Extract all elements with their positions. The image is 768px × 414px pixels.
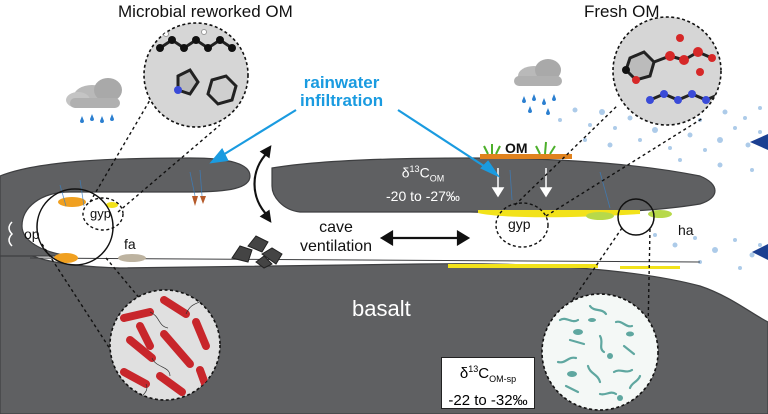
isotope-mass: 13 — [409, 164, 420, 174]
isotope-subscript: OM-sp — [489, 374, 517, 384]
isotope-mass: 13 — [468, 364, 479, 374]
om-label: OM — [505, 140, 528, 156]
delta-symbol: δ — [401, 164, 410, 181]
isotope-subscript: OM — [429, 173, 445, 184]
isotope-fresh-range: -20 to -27‰ — [386, 188, 460, 205]
rain-cloud-icon — [66, 78, 122, 123]
drip-stalactites — [192, 196, 206, 206]
cal-label: cal — [144, 202, 162, 218]
curved-arrow-head-bottom — [259, 209, 272, 223]
isotope-element: C — [419, 164, 430, 181]
op-label: op — [24, 226, 40, 242]
ha-label: ha — [678, 222, 694, 238]
cave-label-line1: cave — [319, 219, 353, 236]
gyp-left-label: gyp — [90, 206, 111, 221]
cave-label-line2: ventilation — [300, 238, 373, 255]
delta-symbol: δ — [459, 365, 469, 382]
gyp-right-zoom-circle — [495, 202, 549, 248]
spray-dots — [558, 106, 762, 270]
op-bracket — [8, 221, 14, 247]
rain-cloud-icon — [514, 59, 562, 115]
infiltration-streaks — [59, 169, 611, 209]
fa-label: fa — [124, 236, 136, 252]
right-arrow-tip-upper — [750, 134, 768, 150]
heading-fresh-om: Fresh OM — [584, 2, 660, 21]
gyp-left-zoom-circle — [82, 197, 124, 231]
ventilation-double-arrow — [379, 230, 471, 246]
rock-rubble-icon — [231, 235, 283, 269]
cave-roof-right — [271, 157, 716, 214]
grass-icon — [483, 141, 556, 155]
infiltration-arrows — [209, 109, 501, 178]
molecule-icon — [612, 16, 722, 126]
bacteria-icon — [109, 289, 221, 401]
isotope-element: C — [478, 365, 490, 382]
right-arrow-tip-lower — [752, 244, 768, 260]
gyp-right-label: gyp — [508, 216, 531, 232]
cave-roof-left — [0, 157, 251, 257]
left-cave-circle — [36, 188, 114, 266]
isotope-sp-box: δ13COM-sp -22 to -32‰ — [441, 357, 535, 409]
microbes-icon — [541, 293, 659, 411]
percolation-arrows — [491, 168, 553, 198]
heading-microbial-reworked-om: Microbial reworked OM — [118, 2, 293, 21]
isotope-sp-range: -22 to -32‰ — [448, 392, 528, 409]
molecule-icon — [143, 22, 249, 128]
basalt-label: basalt — [352, 296, 411, 321]
rainwater-infiltration-label: rainwater infiltration — [300, 74, 383, 110]
curved-arrow-head-top — [259, 145, 272, 159]
cave-ventilation-label: cave ventilation — [300, 218, 372, 256]
isotope-fresh-label: δ13COM -20 to -27‰ — [386, 160, 460, 205]
rainwater-label-line2: infiltration — [300, 91, 384, 110]
rainwater-label-line1: rainwater — [303, 73, 380, 92]
ventilation-curved-arrow — [253, 151, 269, 217]
om-soil-layer — [480, 154, 572, 159]
ha-zoom-circle — [617, 198, 655, 236]
mineral-deposits — [54, 197, 680, 269]
